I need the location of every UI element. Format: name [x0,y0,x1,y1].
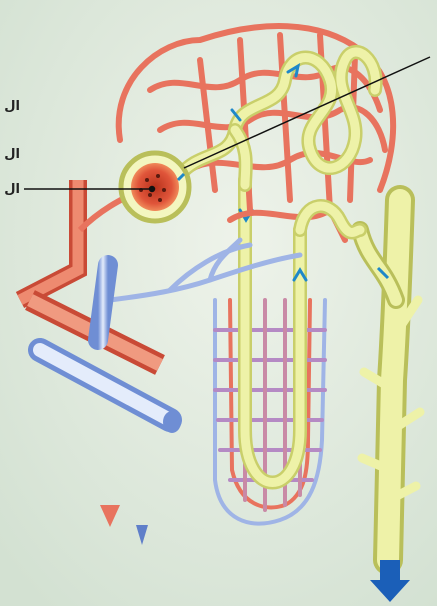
bowmans-capsule [121,153,189,221]
diagram-label-3: ال [2,183,20,196]
glomerulus [131,163,179,211]
diagram-label-1: ال [2,100,20,113]
diagram-label-2: ال [2,148,20,161]
